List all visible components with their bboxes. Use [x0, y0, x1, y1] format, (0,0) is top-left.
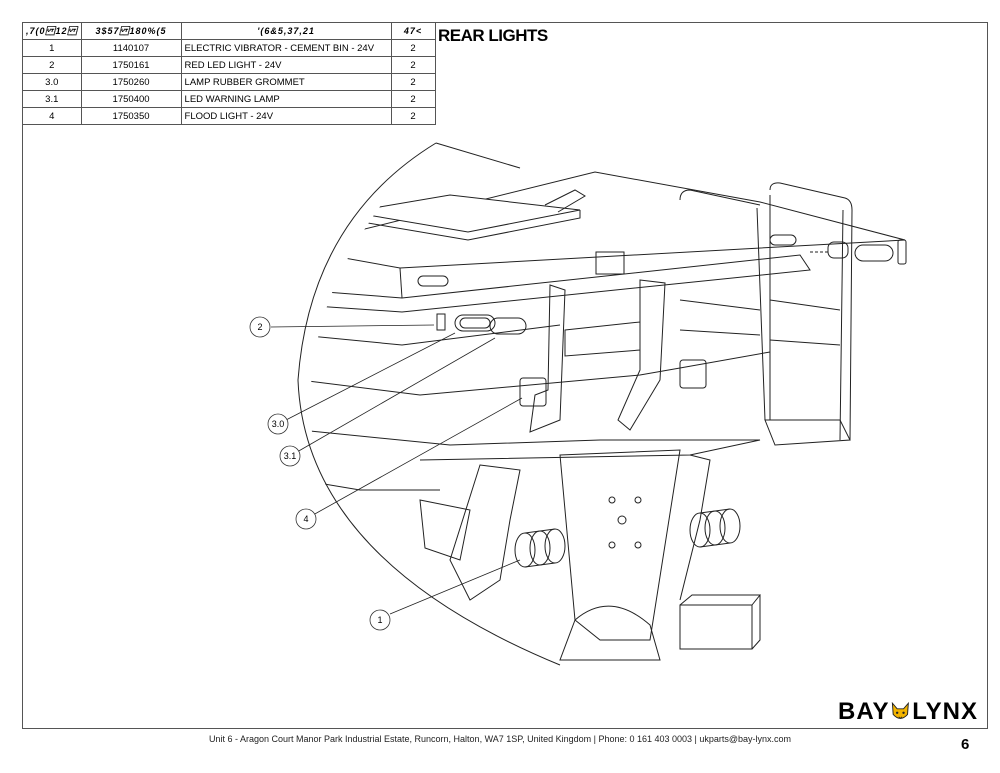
logo-text-left: BAY [838, 698, 890, 725]
red-led-light [454, 314, 496, 332]
flood-light-left [519, 377, 547, 407]
table-row: 1 1140107 ELECTRIC VIBRATOR - CEMENT BIN… [22, 39, 436, 57]
page-title: REAR LIGHTS [438, 26, 548, 45]
red-led-light-right [854, 244, 894, 262]
cell-item: 4 [22, 107, 82, 125]
cell-part: 1750350 [80, 107, 182, 125]
bay-lynx-logo: BAY LYNX [838, 698, 978, 726]
callout-4: 4 [303, 514, 308, 524]
table-row: 4 1750350 FLOOD LIGHT - 24V 2 [22, 107, 436, 125]
callout-1: 1 [377, 615, 382, 625]
mount-bracket [529, 284, 566, 433]
page-border [22, 22, 988, 729]
junction-box [679, 604, 753, 650]
callout-2: 2 [257, 322, 262, 332]
chassis-plate [559, 449, 681, 641]
footer-address: Unit 6 - Aragon Court Manor Park Industr… [208, 734, 792, 744]
hopper-lid [349, 194, 581, 233]
ladder [679, 182, 853, 441]
table-header-row: ,7(0 12 3$57 180%(5 '(6&5,37,21 47< [22, 22, 436, 40]
electric-vibrator-right [689, 508, 741, 548]
rear-beam [310, 254, 811, 313]
table-row: 3.1 1750400 LED WARNING LAMP 2 [22, 90, 436, 108]
electric-vibrator-left [514, 528, 566, 568]
cell-qty: 2 [390, 107, 436, 125]
callout-3-1: 3.1 [284, 451, 297, 461]
page-number: 6 [961, 736, 970, 753]
logo-text-right: LYNX [912, 698, 978, 725]
view-boundary-top [435, 142, 521, 169]
lynx-head-icon [892, 701, 910, 719]
parts-table: ,7(0 12 3$57 180%(5 '(6&5,37,21 47< 1 11… [22, 22, 436, 125]
lamp-grommet [489, 317, 527, 335]
callout-3-0: 3.0 [272, 419, 285, 429]
table-row: 3.0 1750260 LAMP RUBBER GROMMET 2 [22, 73, 436, 91]
